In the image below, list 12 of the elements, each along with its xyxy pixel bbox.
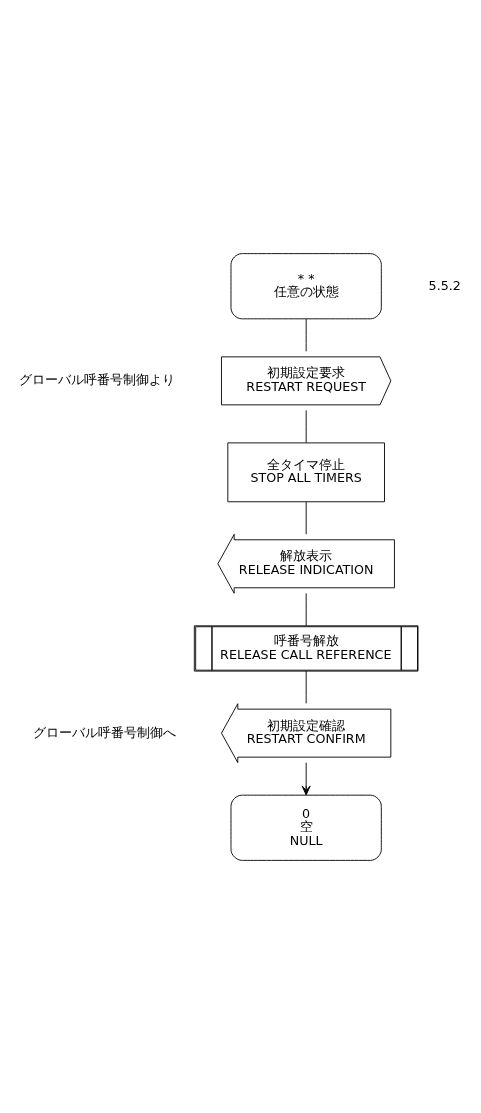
node-box: * * 任意の状態 bbox=[230, 252, 382, 319]
node-label: グローバル呼番号制御へ bbox=[32, 723, 176, 739]
connector bbox=[305, 409, 307, 443]
node-box: 0 空 NULL bbox=[230, 794, 382, 861]
arrow bbox=[301, 761, 311, 795]
node-label: グローバル呼番号制御より bbox=[18, 371, 175, 387]
connector bbox=[305, 670, 307, 704]
connector bbox=[305, 592, 307, 626]
node-box: 全タイマ停止 STOP ALL TIMERS bbox=[227, 441, 385, 502]
node-label: 5.5.2 bbox=[428, 277, 461, 293]
connector bbox=[305, 500, 307, 535]
connector bbox=[305, 318, 307, 352]
